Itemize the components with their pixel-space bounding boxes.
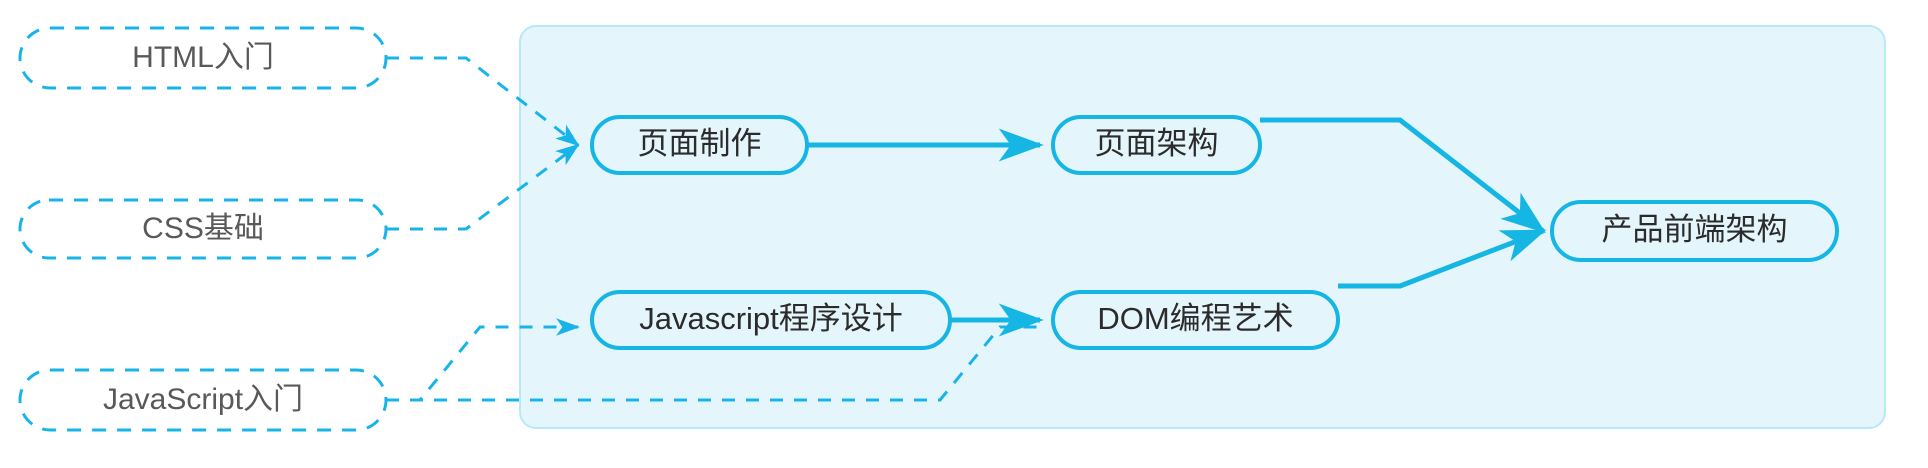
- node-shape: [590, 290, 952, 350]
- node-shape: [1550, 200, 1839, 262]
- node-shape: [1051, 290, 1340, 350]
- edge-edge-page-architecture-to-product: [1260, 117, 1546, 234]
- node-javascript-intro[interactable]: JavaScript入门: [18, 368, 388, 432]
- node-product-frontend-architecture[interactable]: 产品前端架构: [1550, 200, 1839, 262]
- edge-edge-js-to-javascript-programming: [386, 318, 580, 402]
- node-dom-scripting[interactable]: DOM编程艺术: [1051, 290, 1340, 350]
- node-label: DOM编程艺术: [1097, 301, 1293, 336]
- edge-edge-css-to-page-build: [386, 143, 580, 231]
- node-shape: [1051, 115, 1262, 175]
- node-label: 页面制作: [638, 126, 762, 161]
- stage-nodes: 页面制作 页面架构 Javascript程序设计 DOM编程艺术 产品前端架构: [590, 115, 1839, 350]
- edge-edge-js-to-dom-scripting: [386, 325, 1040, 402]
- node-javascript-programming[interactable]: Javascript程序设计: [590, 290, 952, 350]
- node-label: 页面架构: [1095, 126, 1219, 161]
- node-label: JavaScript入门: [103, 383, 303, 416]
- node-css-basics[interactable]: CSS基础: [18, 198, 388, 260]
- edge-edge-html-to-page-build: [386, 56, 580, 147]
- node-label: 产品前端架构: [1602, 212, 1788, 247]
- edges-layer: [386, 56, 1547, 402]
- prerequisite-nodes: HTML入门 CSS基础 JavaScript入门: [18, 26, 388, 432]
- node-page-architecture[interactable]: 页面架构: [1051, 115, 1262, 175]
- node-label: Javascript程序设计: [639, 301, 903, 336]
- node-shape: [18, 368, 388, 432]
- edge-edge-dom-to-product: [1338, 228, 1547, 289]
- node-page-build[interactable]: 页面制作: [590, 115, 809, 175]
- node-label: HTML入门: [132, 41, 274, 74]
- node-label: CSS基础: [142, 212, 264, 245]
- node-shape: [590, 115, 809, 175]
- node-html-intro[interactable]: HTML入门: [18, 26, 388, 90]
- node-shape: [18, 26, 388, 90]
- node-shape: [18, 198, 388, 260]
